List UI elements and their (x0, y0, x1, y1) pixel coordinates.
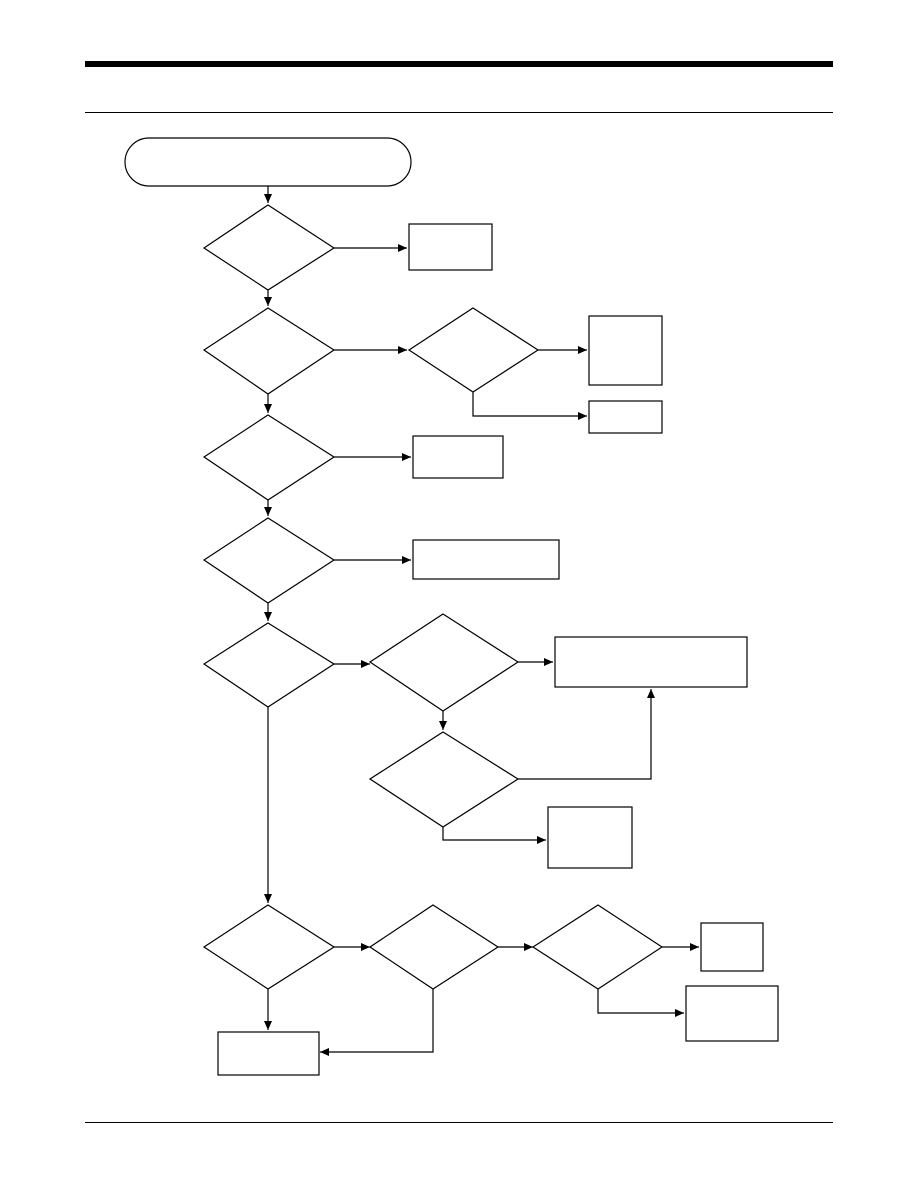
action-4 (412, 435, 504, 479)
action-6 (554, 636, 748, 688)
action-9 (685, 985, 779, 1042)
action-2 (588, 315, 663, 386)
arrow-d11-to-a9 (597, 989, 684, 1017)
decision-8 (368, 731, 520, 828)
action-5 (412, 539, 560, 580)
flow-connectors (264, 186, 699, 1056)
start-terminator (124, 137, 412, 187)
decision-11 (531, 904, 664, 990)
decision-1 (202, 204, 336, 291)
decision-4 (202, 414, 336, 501)
decision-3 (407, 307, 540, 393)
action-7 (547, 806, 633, 869)
arrow-d8-to-a7 (442, 827, 546, 844)
decision-6 (202, 622, 336, 708)
decision-7 (368, 613, 520, 712)
decision-5 (202, 517, 336, 604)
action-3 (588, 400, 663, 434)
arrow-d10-to-a10 (320, 989, 434, 1056)
arrow-d3-to-a3 (472, 392, 587, 420)
decision-10 (368, 904, 500, 990)
action-1 (408, 223, 493, 271)
action-8 (700, 922, 764, 972)
header-thick-rule (85, 61, 833, 67)
action-10 (217, 1031, 320, 1076)
decision-9 (202, 904, 336, 990)
arrow-d8-to-a6 (518, 689, 655, 780)
decision-2 (202, 307, 336, 395)
